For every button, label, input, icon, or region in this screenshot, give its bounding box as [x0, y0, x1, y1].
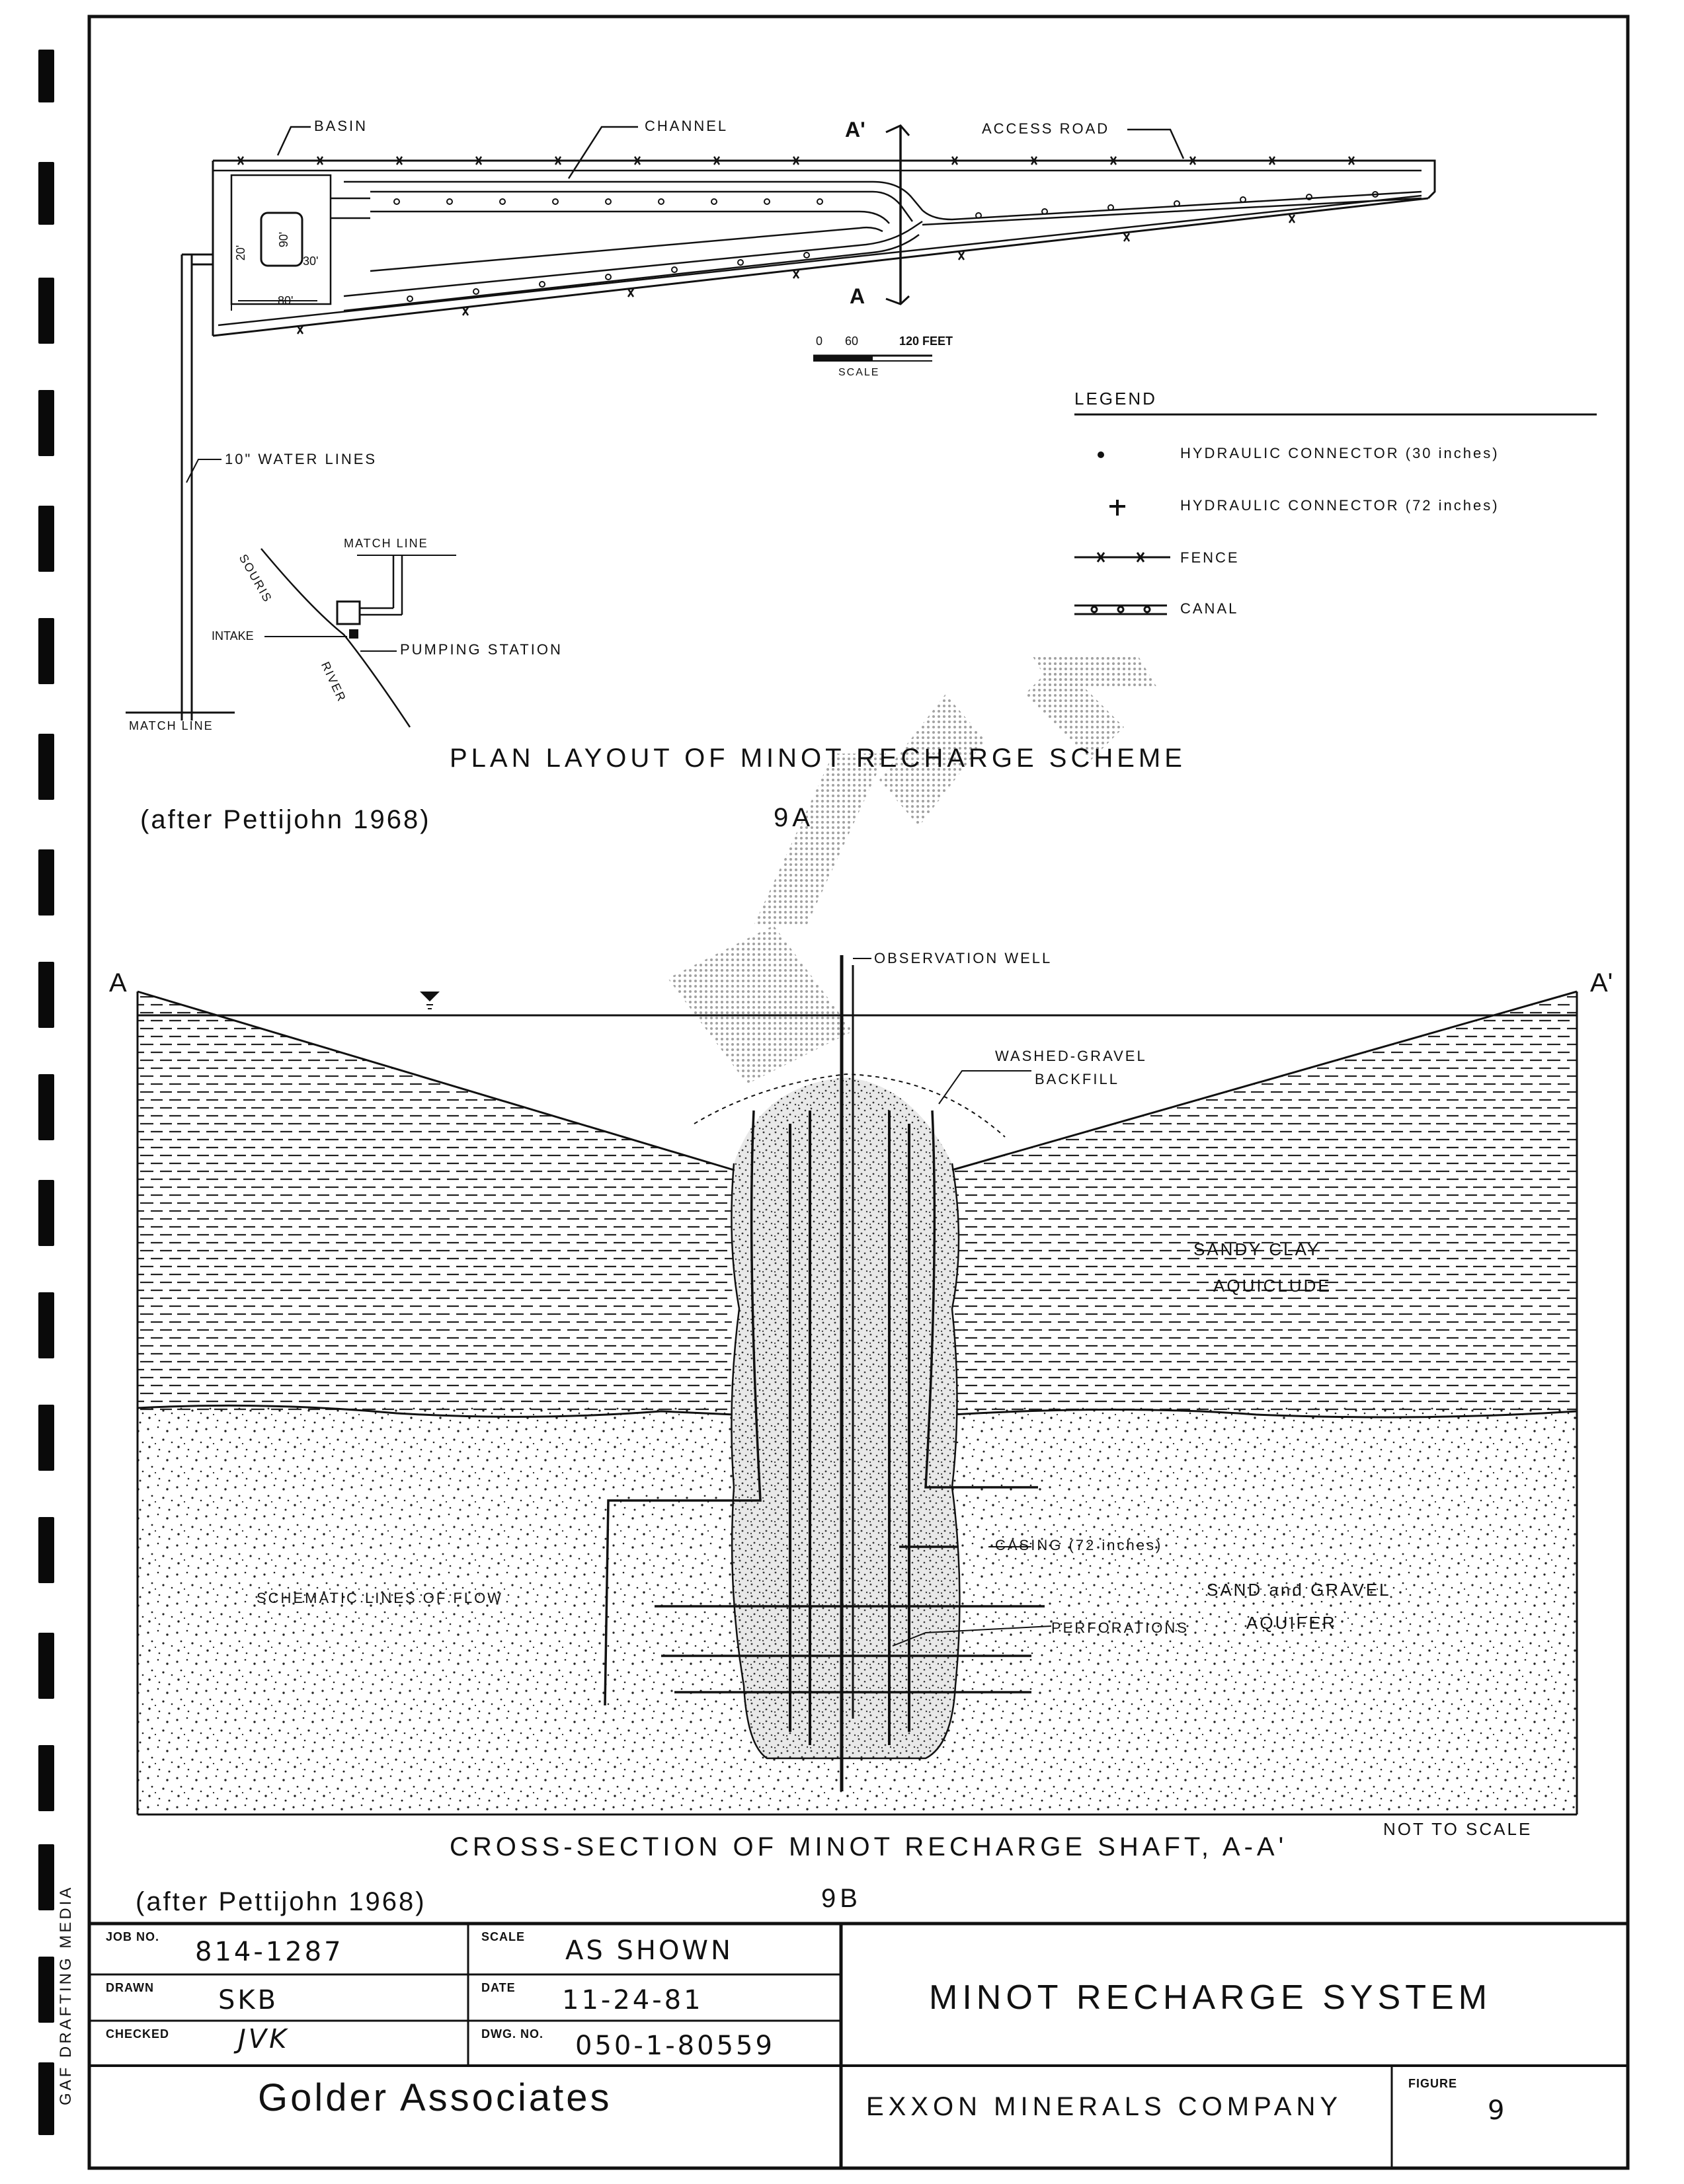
section-credit: (after Pettijohn 1968) — [136, 1887, 426, 1916]
section-marker-top: A' — [845, 118, 865, 141]
section-label-right: A' — [1590, 968, 1613, 997]
project-title: MINOT RECHARGE SYSTEM — [929, 1978, 1492, 2017]
binding-hole — [38, 1180, 54, 1246]
section-marker-bottom: A — [850, 284, 865, 308]
client-name: EXXON MINERALS COMPANY — [866, 2092, 1343, 2121]
aquifer-label: AQUIFER — [1246, 1613, 1337, 1633]
binding-hole — [38, 1957, 54, 2023]
dwg-no-value: 050-1-80559 — [575, 2031, 775, 2061]
binding-hole — [38, 278, 54, 344]
sandy-clay-label: SANDY CLAY — [1193, 1239, 1321, 1259]
checked-label: CHECKED — [106, 2027, 170, 2041]
casing-label: CASING (72 inches) — [995, 1537, 1163, 1553]
legend-title: LEGEND — [1074, 389, 1157, 409]
washed-gravel-label: WASHED-GRAVEL — [995, 1048, 1147, 1064]
aquiclude-label: AQUICLUDE — [1213, 1276, 1332, 1296]
fence-line-icon — [1074, 552, 1170, 563]
dot-icon — [1098, 451, 1104, 458]
binding-hole — [38, 1745, 54, 1811]
draft-watermark — [668, 654, 1157, 1084]
binding-hole — [38, 50, 54, 102]
legend-item-label: CANAL — [1180, 600, 1239, 617]
plan-figure-number: 9A — [774, 803, 814, 832]
match-line-bottom-label: MATCH LINE — [129, 719, 214, 732]
binding-hole — [38, 618, 54, 684]
scale-tick-60: 60 — [845, 334, 859, 348]
scale-caption: SCALE — [838, 367, 880, 378]
cross-section — [136, 955, 1578, 1816]
legend-item-label: FENCE — [1180, 549, 1240, 566]
scale-tick-120: 120 FEET — [899, 334, 953, 348]
binding-hole — [38, 1292, 54, 1358]
binding-hole — [38, 962, 54, 1028]
scale-label: SCALE — [481, 1930, 526, 1943]
binding-hole — [38, 1844, 54, 1910]
dimension-30: 30' — [303, 254, 319, 268]
figure-label: FIGURE — [1408, 2077, 1458, 2090]
firm-name: Golder Associates — [258, 2076, 612, 2119]
plan-title: PLAN LAYOUT OF MINOT RECHARGE SCHEME — [450, 744, 1186, 773]
drawn-value: SKB — [218, 1985, 279, 2015]
water-lines-label: 10" WATER LINES — [225, 451, 378, 467]
pumping-station-label: PUMPING STATION — [400, 641, 563, 658]
cross-icon — [1109, 500, 1125, 516]
dimension-20: 20' — [234, 245, 248, 261]
binding-hole — [38, 390, 54, 456]
binding-hole — [38, 1633, 54, 1699]
observation-well-label: OBSERVATION WELL — [874, 950, 1053, 966]
scale-value: AS SHOWN — [565, 1935, 733, 1966]
perforations-label: PERFORATIONS — [1051, 1619, 1189, 1636]
sand-gravel-label: SAND and GRAVEL — [1207, 1580, 1391, 1600]
legend-item-label: HYDRAULIC CONNECTOR (72 inches) — [1180, 497, 1500, 514]
job-no-label: JOB NO. — [106, 1930, 160, 1943]
title-block-grid — [89, 1922, 1628, 2168]
date-label: DATE — [481, 1981, 516, 1994]
basin-label: BASIN — [314, 118, 368, 134]
job-no-value: 814-1287 — [195, 1937, 344, 1967]
flow-lines-label: SCHEMATIC LINES OF FLOW — [257, 1590, 503, 1606]
date-value: 11-24-81 — [562, 1985, 703, 2015]
drawn-label: DRAWN — [106, 1981, 154, 1994]
scale-tick-0: 0 — [816, 334, 823, 348]
binding-hole — [38, 506, 54, 572]
section-title: CROSS-SECTION OF MINOT RECHARGE SHAFT, A… — [450, 1832, 1288, 1861]
legend-item-label: HYDRAULIC CONNECTOR (30 inches) — [1180, 445, 1500, 461]
intake-label: INTAKE — [212, 629, 254, 643]
binding-hole — [38, 162, 54, 225]
binding-hole — [38, 1405, 54, 1471]
plan-credit: (after Pettijohn 1968) — [140, 805, 431, 834]
figure-number: 9 — [1488, 2095, 1507, 2126]
backfill-label: BACKFILL — [1035, 1071, 1119, 1087]
binding-hole — [38, 734, 54, 800]
section-label-left: A — [109, 968, 127, 997]
checked-value: JVK — [238, 2024, 290, 2054]
binding-hole — [38, 2062, 54, 2135]
binding-hole — [38, 849, 54, 916]
binding-hole — [38, 1074, 54, 1140]
dwg-no-label: DWG. NO. — [481, 2027, 543, 2041]
section-figure-number: 9B — [821, 1884, 862, 1913]
not-to-scale-label: NOT TO SCALE — [1383, 1819, 1533, 1839]
canal-line-icon — [1074, 604, 1167, 615]
binding-hole — [38, 1517, 54, 1583]
channel-label: CHANNEL — [645, 118, 729, 134]
access-road-label: ACCESS ROAD — [982, 120, 1110, 137]
plan-layout — [126, 124, 1597, 728]
match-line-top-label: MATCH LINE — [344, 537, 428, 550]
dimension-80: 80' — [278, 294, 294, 307]
dimension-90: 90' — [277, 231, 291, 248]
